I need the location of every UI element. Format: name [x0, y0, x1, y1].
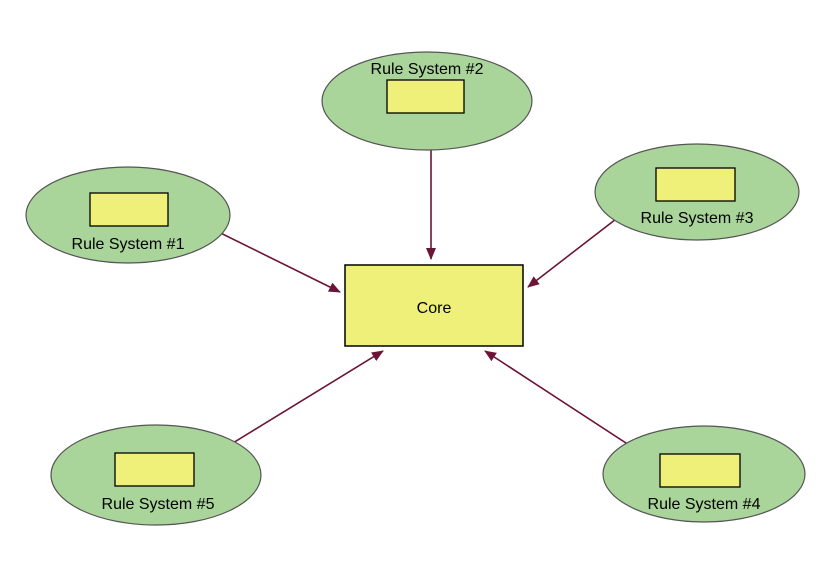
rule-system-2-box: [386, 79, 465, 114]
core-label: Core: [417, 300, 452, 317]
rule-system-5: Rule System #5: [50, 424, 262, 526]
rule-system-5-label: Rule System #5: [102, 496, 215, 513]
rule-system-1-box: [89, 192, 169, 227]
rule-system-1: Rule System #1: [25, 166, 231, 264]
rule-system-3: Rule System #3: [594, 143, 800, 241]
rule-system-4-label: Rule System #4: [648, 496, 761, 513]
rule-system-5-box: [114, 452, 195, 487]
core-node: Core: [344, 264, 524, 347]
rule-system-4: Rule System #4: [602, 425, 806, 523]
rule-system-3-label: Rule System #3: [641, 210, 754, 227]
rule-system-4-box: [659, 453, 741, 488]
rule-system-3-box: [655, 167, 736, 202]
core-box: [344, 264, 524, 347]
rule-system-2-label: Rule System #2: [371, 61, 484, 78]
rule-system-1-label: Rule System #1: [72, 236, 185, 253]
rule-system-2: Rule System #2: [321, 51, 533, 151]
